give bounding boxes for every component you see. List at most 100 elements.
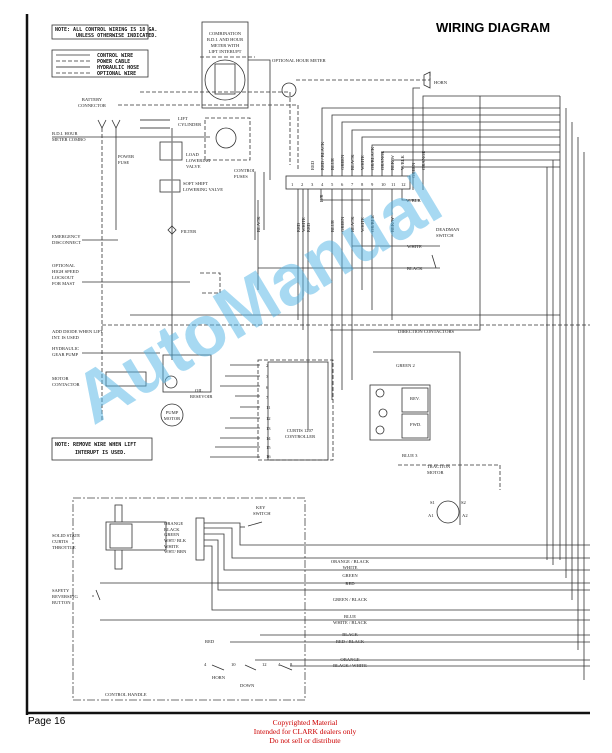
- svg-text:CYLINDER: CYLINDER: [178, 122, 202, 127]
- svg-text:BLUE: BLUE: [344, 614, 356, 619]
- svg-text:KEY: KEY: [256, 505, 266, 510]
- svg-text:METER WITH: METER WITH: [211, 43, 240, 48]
- diagram-title: WIRING DIAGRAM: [436, 20, 551, 35]
- note-remove-wire: NOTE: REMOVE WIRE WHEN LIFT INTERUPT IS …: [51, 437, 153, 461]
- note-control-wiring: NOTE: ALL CONTROL WIRING IS 18 GA. UNLES…: [51, 24, 157, 40]
- svg-text:16: 16: [266, 454, 271, 459]
- svg-text:GREEN: GREEN: [340, 154, 345, 170]
- svg-text:LIFT INTERUPT: LIFT INTERUPT: [209, 49, 242, 54]
- throttle: [105, 504, 167, 570]
- svg-text:CURTIS: CURTIS: [52, 539, 69, 544]
- svg-text:RED / BLACK: RED / BLACK: [336, 639, 365, 644]
- svg-text:RED: RED: [306, 222, 311, 232]
- svg-text:COMBINATION: COMBINATION: [209, 31, 242, 36]
- terminal-strip: 1 2 3 4 5 6 7 8 9 10 11 12: [285, 175, 411, 190]
- gear-pump: [162, 354, 212, 393]
- battery-label: BATTERY: [82, 97, 103, 102]
- bdi-module: [204, 117, 251, 161]
- svg-text:FOR MAST: FOR MAST: [52, 281, 75, 286]
- svg-text:POWER: POWER: [118, 154, 135, 159]
- svg-text:TRACTION: TRACTION: [427, 464, 451, 469]
- battery-connector: [97, 119, 121, 129]
- svg-text:ORANGE / BLACK: ORANGE / BLACK: [331, 559, 370, 564]
- svg-text:BUTTON: BUTTON: [52, 600, 71, 605]
- svg-text:MOTOR: MOTOR: [164, 416, 181, 421]
- svg-text:A1: A1: [428, 513, 434, 518]
- svg-text:9: 9: [371, 182, 374, 187]
- svg-text:OR/BLACK: OR/BLACK: [370, 146, 375, 170]
- svg-text:HYDRAULIC: HYDRAULIC: [52, 346, 79, 351]
- svg-text:BLUE: BLUE: [330, 220, 335, 232]
- svg-text:ORANGE: ORANGE: [380, 151, 385, 170]
- svg-text:W/BLK: W/BLK: [406, 198, 421, 203]
- svg-text:ADD DIODE WHEN LIFT: ADD DIODE WHEN LIFT: [52, 329, 103, 334]
- svg-text:OPTIONAL WIRE: OPTIONAL WIRE: [97, 71, 136, 77]
- svg-text:CONNECTOR: CONNECTOR: [78, 103, 107, 108]
- svg-text:WHITE / BLACK: WHITE / BLACK: [333, 620, 368, 625]
- horn-label: HORN: [434, 80, 448, 85]
- svg-text:12: 12: [262, 662, 267, 667]
- svg-text:SWITCH: SWITCH: [436, 233, 454, 238]
- direction-contactors: REV. FWD.: [369, 384, 431, 441]
- svg-text:12: 12: [401, 182, 406, 187]
- svg-text:ORANGE: ORANGE: [421, 151, 426, 170]
- svg-text:GREEN: GREEN: [342, 573, 358, 578]
- direction-contactors-label: DIRECTION CONTACTORS: [398, 329, 455, 334]
- svg-text:B/R: B/R: [319, 194, 324, 202]
- svg-text:BLACK: BLACK: [164, 527, 180, 532]
- svg-text:GEAR PUMP: GEAR PUMP: [52, 352, 79, 357]
- svg-text:CURTIS 1207: CURTIS 1207: [287, 428, 314, 433]
- legend: CONTROL WIRE POWER CABLE HYDRAULIC HOSE …: [51, 49, 149, 78]
- svg-text:BLACK / WHITE: BLACK / WHITE: [333, 663, 367, 668]
- svg-text:RESEVOIR: RESEVOIR: [190, 394, 213, 399]
- svg-text:INT. IS USED: INT. IS USED: [52, 335, 80, 340]
- handle-wire-labels: ORANGE / BLACK WHITE GREEN RED GREEN / B…: [331, 559, 370, 668]
- svg-text:WHT/ BRN: WHT/ BRN: [164, 549, 187, 554]
- svg-text:RED: RED: [205, 639, 215, 644]
- svg-text:PUMP: PUMP: [166, 410, 179, 415]
- svg-text:NOTE: REMOVE WIRE WHEN LIFT: NOTE: REMOVE WIRE WHEN LIFT: [55, 442, 136, 448]
- svg-text:NOTE: ALL CONTROL WIRING IS 1: NOTE: ALL CONTROL WIRING IS 18 GA.: [55, 27, 157, 33]
- svg-text:HORN: HORN: [212, 675, 226, 680]
- copyright-notice: Copyrighted Material Intended for CLARK …: [253, 718, 357, 745]
- deadman-switch: [431, 254, 437, 269]
- svg-text:DOWN: DOWN: [240, 683, 255, 688]
- svg-text:BLACK: BLACK: [256, 216, 261, 232]
- svg-text:THROTTLE: THROTTLE: [52, 545, 76, 550]
- svg-text:B.D.I. AND HOUR: B.D.I. AND HOUR: [207, 37, 244, 42]
- svg-text:14: 14: [266, 436, 271, 441]
- svg-text:3: 3: [266, 374, 269, 379]
- svg-text:SAFETY: SAFETY: [52, 588, 70, 593]
- svg-text:BLACK: BLACK: [350, 216, 355, 232]
- svg-text:GREEN / BLACK: GREEN / BLACK: [333, 597, 368, 602]
- connector-block: [195, 517, 205, 561]
- svg-text:8: 8: [361, 182, 364, 187]
- control-handle-box: [72, 497, 306, 701]
- svg-text:B.D.I. HOUR: B.D.I. HOUR: [52, 131, 78, 136]
- svg-text:HYDRAULIC HOSE: HYDRAULIC HOSE: [97, 65, 139, 71]
- svg-text:GREEN: GREEN: [340, 216, 345, 232]
- svg-text:CONTACTOR: CONTACTOR: [52, 382, 81, 387]
- svg-text:RED / BLACK: RED / BLACK: [320, 141, 325, 170]
- svg-text:REVERSING: REVERSING: [52, 594, 78, 599]
- svg-text:2: 2: [266, 363, 269, 368]
- svg-text:11: 11: [266, 405, 271, 410]
- svg-text:RED: RED: [345, 581, 355, 586]
- svg-text:BLACK: BLACK: [407, 266, 423, 271]
- svg-text:LOWERING: LOWERING: [186, 158, 211, 163]
- load-lowering-valve: [159, 141, 183, 161]
- svg-text:OIL: OIL: [195, 388, 203, 393]
- pump-motor: [160, 403, 184, 427]
- svg-text:4: 4: [278, 662, 281, 667]
- svg-text:SOLID STATE: SOLID STATE: [52, 533, 80, 538]
- svg-text:SWITCH: SWITCH: [253, 511, 271, 516]
- svg-text:WHT/ BLK: WHT/ BLK: [164, 538, 187, 543]
- safety-reversing-button: [92, 589, 101, 601]
- soft-shift-valve: [159, 179, 181, 193]
- svg-text:UNLESS OTHERWISE INDICATED.: UNLESS OTHERWISE INDICATED.: [76, 33, 157, 39]
- hour-meter: [281, 82, 297, 98]
- combination-meter: COMBINATION B.D.I. AND HOUR METER WITH L…: [201, 21, 249, 109]
- svg-text:RED: RED: [296, 222, 301, 232]
- svg-text:FUSE: FUSE: [118, 160, 129, 165]
